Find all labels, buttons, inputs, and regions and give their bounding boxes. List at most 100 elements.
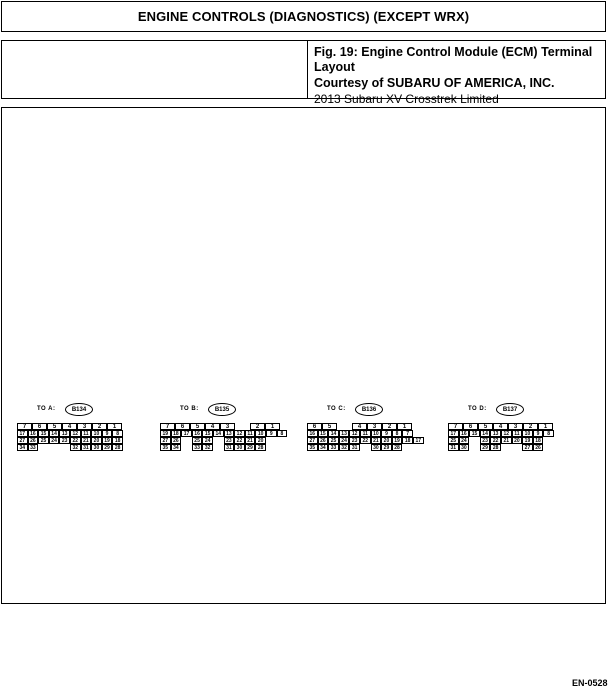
terminal-pin: 28: [391, 444, 403, 451]
terminal-pin: 20: [255, 437, 266, 444]
terminal-pin: 5: [47, 423, 62, 430]
terminal-pin: 32: [338, 444, 350, 451]
terminal-pin: 34: [17, 444, 28, 451]
terminal-pin: 26: [317, 437, 329, 444]
terminal-pin: 5: [322, 423, 337, 430]
terminal-pin: 3: [77, 423, 92, 430]
terminal-pin: 17: [17, 430, 28, 437]
terminal-pin: 33: [328, 444, 339, 451]
terminal-pin: 13: [490, 430, 501, 437]
terminal-pin: 19: [391, 437, 403, 444]
terminal-pin: 19: [101, 437, 113, 444]
page-title: ENGINE CONTROLS (DIAGNOSTICS) (EXCEPT WR…: [137, 9, 470, 24]
terminal-pin: 16: [27, 430, 39, 437]
terminal-pin: 1: [538, 423, 553, 430]
terminal-pin: 7: [17, 423, 32, 430]
terminal-pin: 10: [370, 430, 382, 437]
terminal-pin: 3: [508, 423, 523, 430]
terminal-pin: 25: [191, 437, 203, 444]
terminal-pin: 24: [48, 437, 60, 444]
terminal-pin: 26: [532, 444, 544, 451]
terminal-pin: 27: [307, 437, 318, 444]
terminal-pin: 35: [160, 444, 171, 451]
pin-gap: [38, 444, 49, 451]
terminal-pin: 14: [48, 430, 60, 437]
terminal-pin: 22: [359, 437, 371, 444]
terminal-pin: 25: [328, 437, 339, 444]
pin-gap: [59, 444, 70, 451]
terminal-pin: 13: [59, 430, 70, 437]
connector-to-label: TO A:: [37, 406, 56, 412]
terminal-pin: 20: [511, 437, 523, 444]
pin-gap: [360, 444, 371, 451]
terminal-pin: 5: [478, 423, 493, 430]
terminal-pin: 34: [317, 444, 329, 451]
terminal-pin: 29: [381, 444, 392, 451]
terminal-pin: 23: [349, 437, 360, 444]
figure-info: Fig. 19: Engine Control Module (ECM) Ter…: [314, 45, 604, 107]
figure-info-row: Fig. 19: Engine Control Module (ECM) Ter…: [1, 40, 606, 106]
pin-gap: [181, 437, 192, 444]
terminal-pin: 27: [17, 437, 28, 444]
terminal-pin: 9: [101, 430, 113, 437]
terminal-pin: 17: [181, 430, 192, 437]
pin-gap: [512, 444, 523, 451]
terminal-pin: 21: [500, 437, 512, 444]
terminal-pin: 7: [160, 423, 175, 430]
pin-gap: [213, 437, 224, 444]
terminal-pin: 8: [112, 430, 123, 437]
terminal-pin: 2: [92, 423, 107, 430]
terminal-pin: 16: [307, 430, 318, 437]
figure-caption: Fig. 19: Engine Control Module (ECM) Ter…: [314, 45, 593, 74]
vehicle-line: 2013 Subaru XV Crosstrek Limited: [314, 92, 499, 106]
terminal-pin: 15: [469, 430, 480, 437]
terminal-pin: 17: [412, 437, 424, 444]
terminal-pin: 31: [80, 444, 92, 451]
connector-to-label: TO C:: [327, 406, 346, 412]
terminal-pin: 31: [349, 444, 360, 451]
connector-to-label: TO B:: [180, 406, 199, 412]
terminal-pin: 21: [244, 437, 256, 444]
terminal-pin: 15: [317, 430, 329, 437]
terminal-pin: 26: [27, 437, 39, 444]
terminal-pin: 6: [175, 423, 190, 430]
connector-id-badge: B134: [65, 403, 93, 416]
terminal-pin: 10: [255, 430, 266, 437]
terminal-pin: 23: [223, 437, 235, 444]
terminal-pin: 19: [160, 430, 171, 437]
terminal-pin: 4: [352, 423, 367, 430]
terminal-pin: 10: [91, 430, 102, 437]
terminal-pin: 26: [170, 437, 182, 444]
terminal-pin: 19: [522, 437, 533, 444]
terminal-pin: 28: [490, 444, 501, 451]
terminal-pin: 20: [91, 437, 102, 444]
terminal-pin: 18: [112, 437, 123, 444]
terminal-pin: 4: [493, 423, 508, 430]
terminal-pin: 15: [202, 430, 213, 437]
pin-gap: [181, 444, 192, 451]
header-bar: ENGINE CONTROLS (DIAGNOSTICS) (EXCEPT WR…: [1, 1, 606, 32]
terminal-pin: 30: [458, 444, 470, 451]
terminal-pin: 32: [202, 444, 213, 451]
terminal-pin: 1: [265, 423, 280, 430]
terminal-pin: 16: [458, 430, 470, 437]
terminal-pin: 2: [382, 423, 397, 430]
terminal-pin: 22: [490, 437, 501, 444]
pin-gap: [469, 444, 480, 451]
terminal-pin: 6: [32, 423, 47, 430]
connector-id-badge: B137: [496, 403, 524, 416]
terminal-pin: 4: [62, 423, 77, 430]
